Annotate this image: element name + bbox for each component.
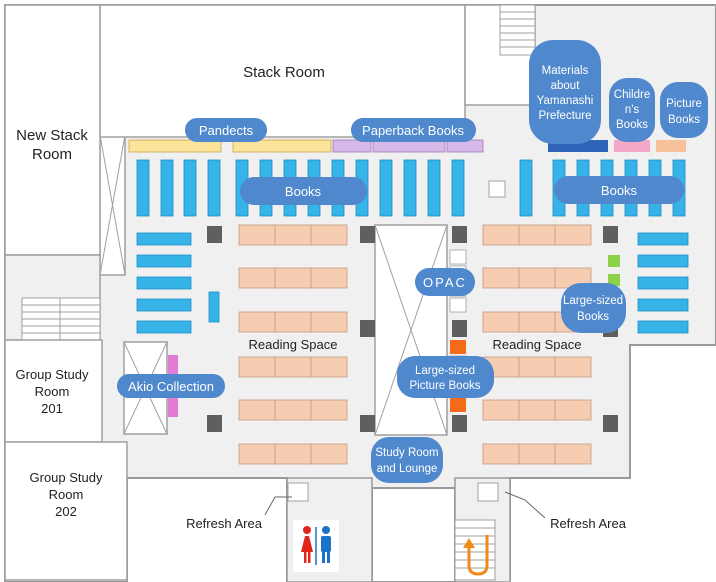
- books-left-label: Books: [240, 177, 367, 205]
- pillar-box: [488, 180, 506, 198]
- svg-text:Akio Collection: Akio Collection: [128, 379, 214, 394]
- svg-text:Paperback Books: Paperback Books: [362, 123, 464, 138]
- large-sized-books-label: Large-sized Books: [561, 283, 626, 333]
- stack-room-label: Stack Room: [243, 64, 325, 81]
- new-stack-room: New Stack Room: [4, 4, 101, 256]
- materials-yamanashi-label: Materials about Yamanashi Prefecture: [529, 40, 601, 144]
- refresh-area-right-label: Refresh Area: [550, 516, 627, 531]
- refresh-area-left: Refresh Area: [186, 496, 292, 531]
- svg-text:about: about: [551, 80, 581, 92]
- svg-text:Books: Books: [285, 184, 322, 199]
- group-study-201-line3: 201: [41, 401, 63, 416]
- large-sized-picture-books-label: Large-sized Picture Books: [397, 356, 494, 398]
- svg-text:Books: Books: [616, 119, 648, 131]
- childrens-books-label: Childre n's Books: [609, 78, 655, 142]
- group-study-room-202: Group Study Room 202: [4, 441, 128, 581]
- pillars: [207, 226, 618, 432]
- svg-text:Books: Books: [668, 114, 700, 126]
- stack-room: Stack Room: [99, 4, 466, 138]
- svg-text:Picture Books: Picture Books: [410, 380, 481, 392]
- reading-tables-left: [238, 224, 348, 465]
- group-study-room-201: Group Study Room 201: [4, 339, 103, 443]
- left-structure: [99, 134, 126, 276]
- opac-label: OPAC: [415, 268, 475, 296]
- book-shelves-left: [136, 232, 220, 334]
- svg-text:Large-sized: Large-sized: [563, 295, 623, 307]
- pandects-label: Pandects: [185, 118, 267, 142]
- paperback-books-label: Paperback Books: [351, 118, 476, 142]
- book-shelves-right: [637, 232, 689, 334]
- refresh-area-right: Refresh Area: [504, 491, 627, 531]
- group-study-202-line2: Room: [49, 487, 84, 502]
- group-study-202-line3: 202: [55, 504, 77, 519]
- green-shelf-2: [608, 274, 620, 286]
- svg-text:Books: Books: [577, 311, 609, 323]
- study-room-lounge-label: Study Room and Lounge: [371, 437, 443, 483]
- reading-space-left-label: Reading Space: [249, 337, 338, 352]
- svg-text:n's: n's: [625, 104, 640, 116]
- stairs-up-arrow-icon: [463, 535, 489, 576]
- group-study-201-line2: Room: [35, 384, 70, 399]
- svg-text:Study Room: Study Room: [375, 447, 438, 459]
- books-right-label: Books: [554, 176, 684, 204]
- svg-text:Materials: Materials: [542, 65, 589, 77]
- central-atrium: [374, 224, 448, 436]
- group-study-202-line1: Group Study: [30, 470, 103, 485]
- svg-text:Prefecture: Prefecture: [538, 110, 591, 122]
- group-study-201-line1: Group Study: [16, 367, 89, 382]
- svg-text:OPAC: OPAC: [423, 275, 467, 290]
- top-right-stairs: [464, 4, 536, 106]
- svg-text:Yamanashi: Yamanashi: [537, 95, 594, 107]
- bottom-right-stairs: [454, 519, 496, 581]
- svg-text:Books: Books: [601, 183, 638, 198]
- new-stack-room-label-line2: Room: [32, 146, 72, 163]
- svg-text:Pandects: Pandects: [199, 123, 254, 138]
- restroom-icon: [293, 520, 339, 572]
- akio-collection-label: Akio Collection: [117, 374, 225, 398]
- svg-text:and Lounge: and Lounge: [377, 463, 438, 475]
- picture-books-label: Picture Books: [660, 82, 708, 138]
- left-stairs: [4, 254, 101, 341]
- green-shelf-1: [608, 255, 620, 267]
- reading-space-right-label: Reading Space: [493, 337, 582, 352]
- svg-text:Large-sized: Large-sized: [415, 365, 475, 377]
- new-stack-room-label-line1: New Stack: [16, 127, 88, 144]
- svg-text:Childre: Childre: [614, 89, 650, 101]
- svg-text:Picture: Picture: [666, 98, 702, 110]
- refresh-area-left-label: Refresh Area: [186, 516, 263, 531]
